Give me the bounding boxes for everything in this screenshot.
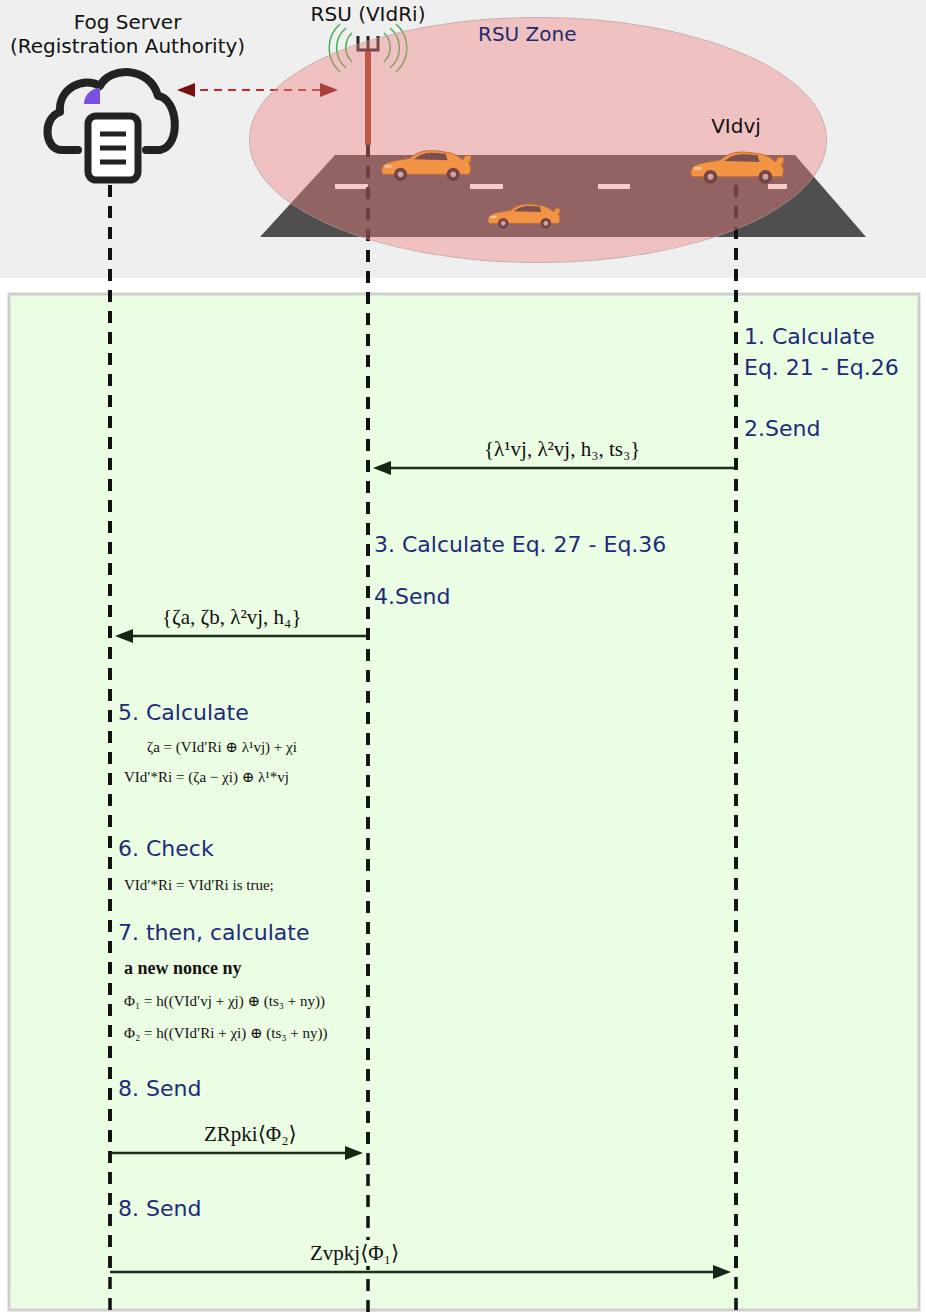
lifeline [108,185,112,1314]
message-label: {λ¹vj, λ²vj, h₃, ts₃} [481,436,643,462]
formula: VId′*Ri = VId′Ri is true; [122,876,276,896]
node-label: VIdvj [711,114,761,138]
step-label: 7. then, calculate [118,918,310,949]
message-label: {ζa, ζb, λ²vj, h₄} [159,604,305,630]
node-heading: RSU (VIdRi) [311,2,426,26]
node-label: RSU Zone [478,22,577,46]
message-arrow [110,185,736,1279]
arrowhead [177,83,195,97]
zone-title: RSU Zone [478,22,577,46]
step-label: 8. Send [118,1194,201,1225]
nonce-note: a new nonce ny [122,958,244,979]
formula: Φ₁ = h((VId′vj + χj) ⊕ (ts₃ + ny)) [122,992,327,1012]
vehicle: VIdvj [687,146,785,185]
arrow-line [124,635,368,638]
arrowhead [713,1265,731,1279]
message-label: Zvpkj⟨Φ₁⟩ [307,1240,402,1266]
lifelines [110,145,736,1314]
step-label: 8. Send [118,1074,201,1105]
sequence-panel [9,294,919,1310]
rsu-unit: RSU (VIdRi) [340,35,396,145]
lifeline [734,185,738,1314]
arrow-line [382,467,736,470]
document-lines [100,134,126,162]
formula: Φ₂ = h((VId′Ri + χi) ⊕ (ts₃ + ny)) [122,1024,329,1044]
step-label: 3. Calculate Eq. 27 - Eq.36 [374,530,666,561]
arrow-line [110,1271,722,1274]
lifeline-segment [366,145,370,1153]
rsu-zone: RSU ZoneRSU (VIdRi) VIdvj [250,18,826,262]
lifeline-segment [734,185,738,1272]
step-label: 6. Check [118,834,214,865]
fog-cloud-icon [47,72,174,180]
message-arrow [110,145,368,1160]
step-label: 4.Send [374,582,450,613]
top-band [0,0,926,278]
arrowhead [373,461,391,475]
document-icon [88,116,138,180]
step-label: 1. Calculate Eq. 21 - Eq.26 [744,322,910,384]
fog-server-icon: Fog Server(Registration Authority) [45,62,175,185]
arrow-line [110,1152,354,1155]
arrowhead [345,1146,363,1160]
node-heading: VIdvj [711,114,761,138]
formula: ζa = (VId′Ri ⊕ λ¹vj) + χi [145,738,299,758]
cloud-accent [84,88,100,104]
node-label: Fog Server [10,10,245,34]
lifeline-segment [108,185,112,1272]
arrowhead [115,629,133,643]
node-heading: Fog Server(Registration Authority) [10,10,245,58]
message-label: ZRpki⟨Φ₂⟩ [201,1121,300,1147]
node-label: RSU (VIdRi) [311,2,426,26]
step-label: 5. Calculate [118,698,249,729]
lifeline [366,145,370,1314]
node-label: (Registration Authority) [10,34,245,58]
formula: VId′*Ri = (ζa − χi) ⊕ λ¹*vj [122,768,291,788]
step-label: 2.Send [744,414,820,445]
